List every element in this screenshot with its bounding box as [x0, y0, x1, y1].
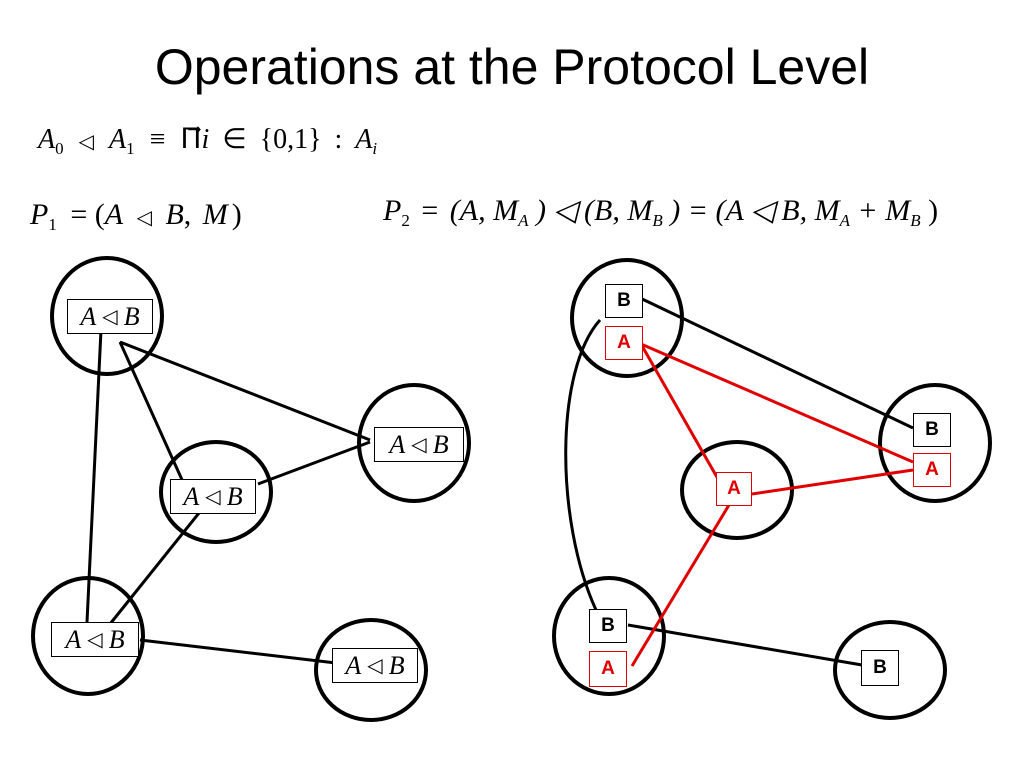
right-bottomleft-b-square: B [589, 609, 627, 643]
left-node-label-center: A◁B [170, 479, 256, 514]
left-edge-topleft-right [119, 340, 371, 442]
left-node-label-bottom-right: A◁B [332, 648, 418, 683]
left-circle-right [357, 383, 471, 503]
right-edge-red-top-center [639, 343, 724, 487]
left-circle-center [159, 440, 273, 544]
right-bottomleft-a-square: A [589, 651, 627, 687]
formula-p2: P2 = (A, MA ) ◁ (B, MB ) = (A ◁ B, MA + … [383, 194, 939, 230]
left-edge-center-bottomleft [108, 502, 209, 625]
left-edge-topleft-bottomleft [85, 329, 103, 623]
formula-definition: A0 ◁ A1 ≡ Π⃗i ∈ {0,1} : Ai [38, 124, 378, 158]
right-center-a-square: A [716, 472, 752, 506]
left-circle-top-left [50, 256, 164, 376]
right-edge-black-top-right [639, 296, 914, 430]
right-circle-bottom-left [552, 576, 666, 696]
left-edge-topleft-center [118, 341, 185, 483]
left-node-label-bottom-left: A◁B [51, 622, 139, 657]
right-bottomright-b-square: B [861, 650, 899, 686]
right-circle-bottom-right [833, 620, 947, 720]
right-edge-red-center-bottomleft [630, 499, 734, 667]
slide-title: Operations at the Protocol Level [154, 39, 870, 95]
right-edge-black-curve-top-bottomleft [564, 318, 602, 611]
right-top-a-square: A [605, 326, 643, 360]
right-edge-red-top-right [640, 342, 914, 464]
left-node-label-top-left: A◁B [67, 299, 153, 334]
left-circle-bottom-right [314, 618, 428, 722]
right-edge-black-bottomleft-bottomright [627, 623, 863, 667]
left-node-label-right: A◁B [374, 427, 464, 462]
right-right-b-square: B [913, 413, 951, 447]
right-circle-center [680, 440, 794, 540]
right-right-a-square: A [913, 453, 951, 487]
formula-p1: P1 = (A ◁ B, M) [30, 198, 242, 234]
right-top-b-square: B [605, 284, 643, 318]
left-edge-bottomleft-bottomright [139, 638, 337, 665]
right-edge-red-center-right [751, 468, 914, 496]
right-circle-right [878, 383, 992, 503]
left-edge-center-right [257, 440, 371, 486]
